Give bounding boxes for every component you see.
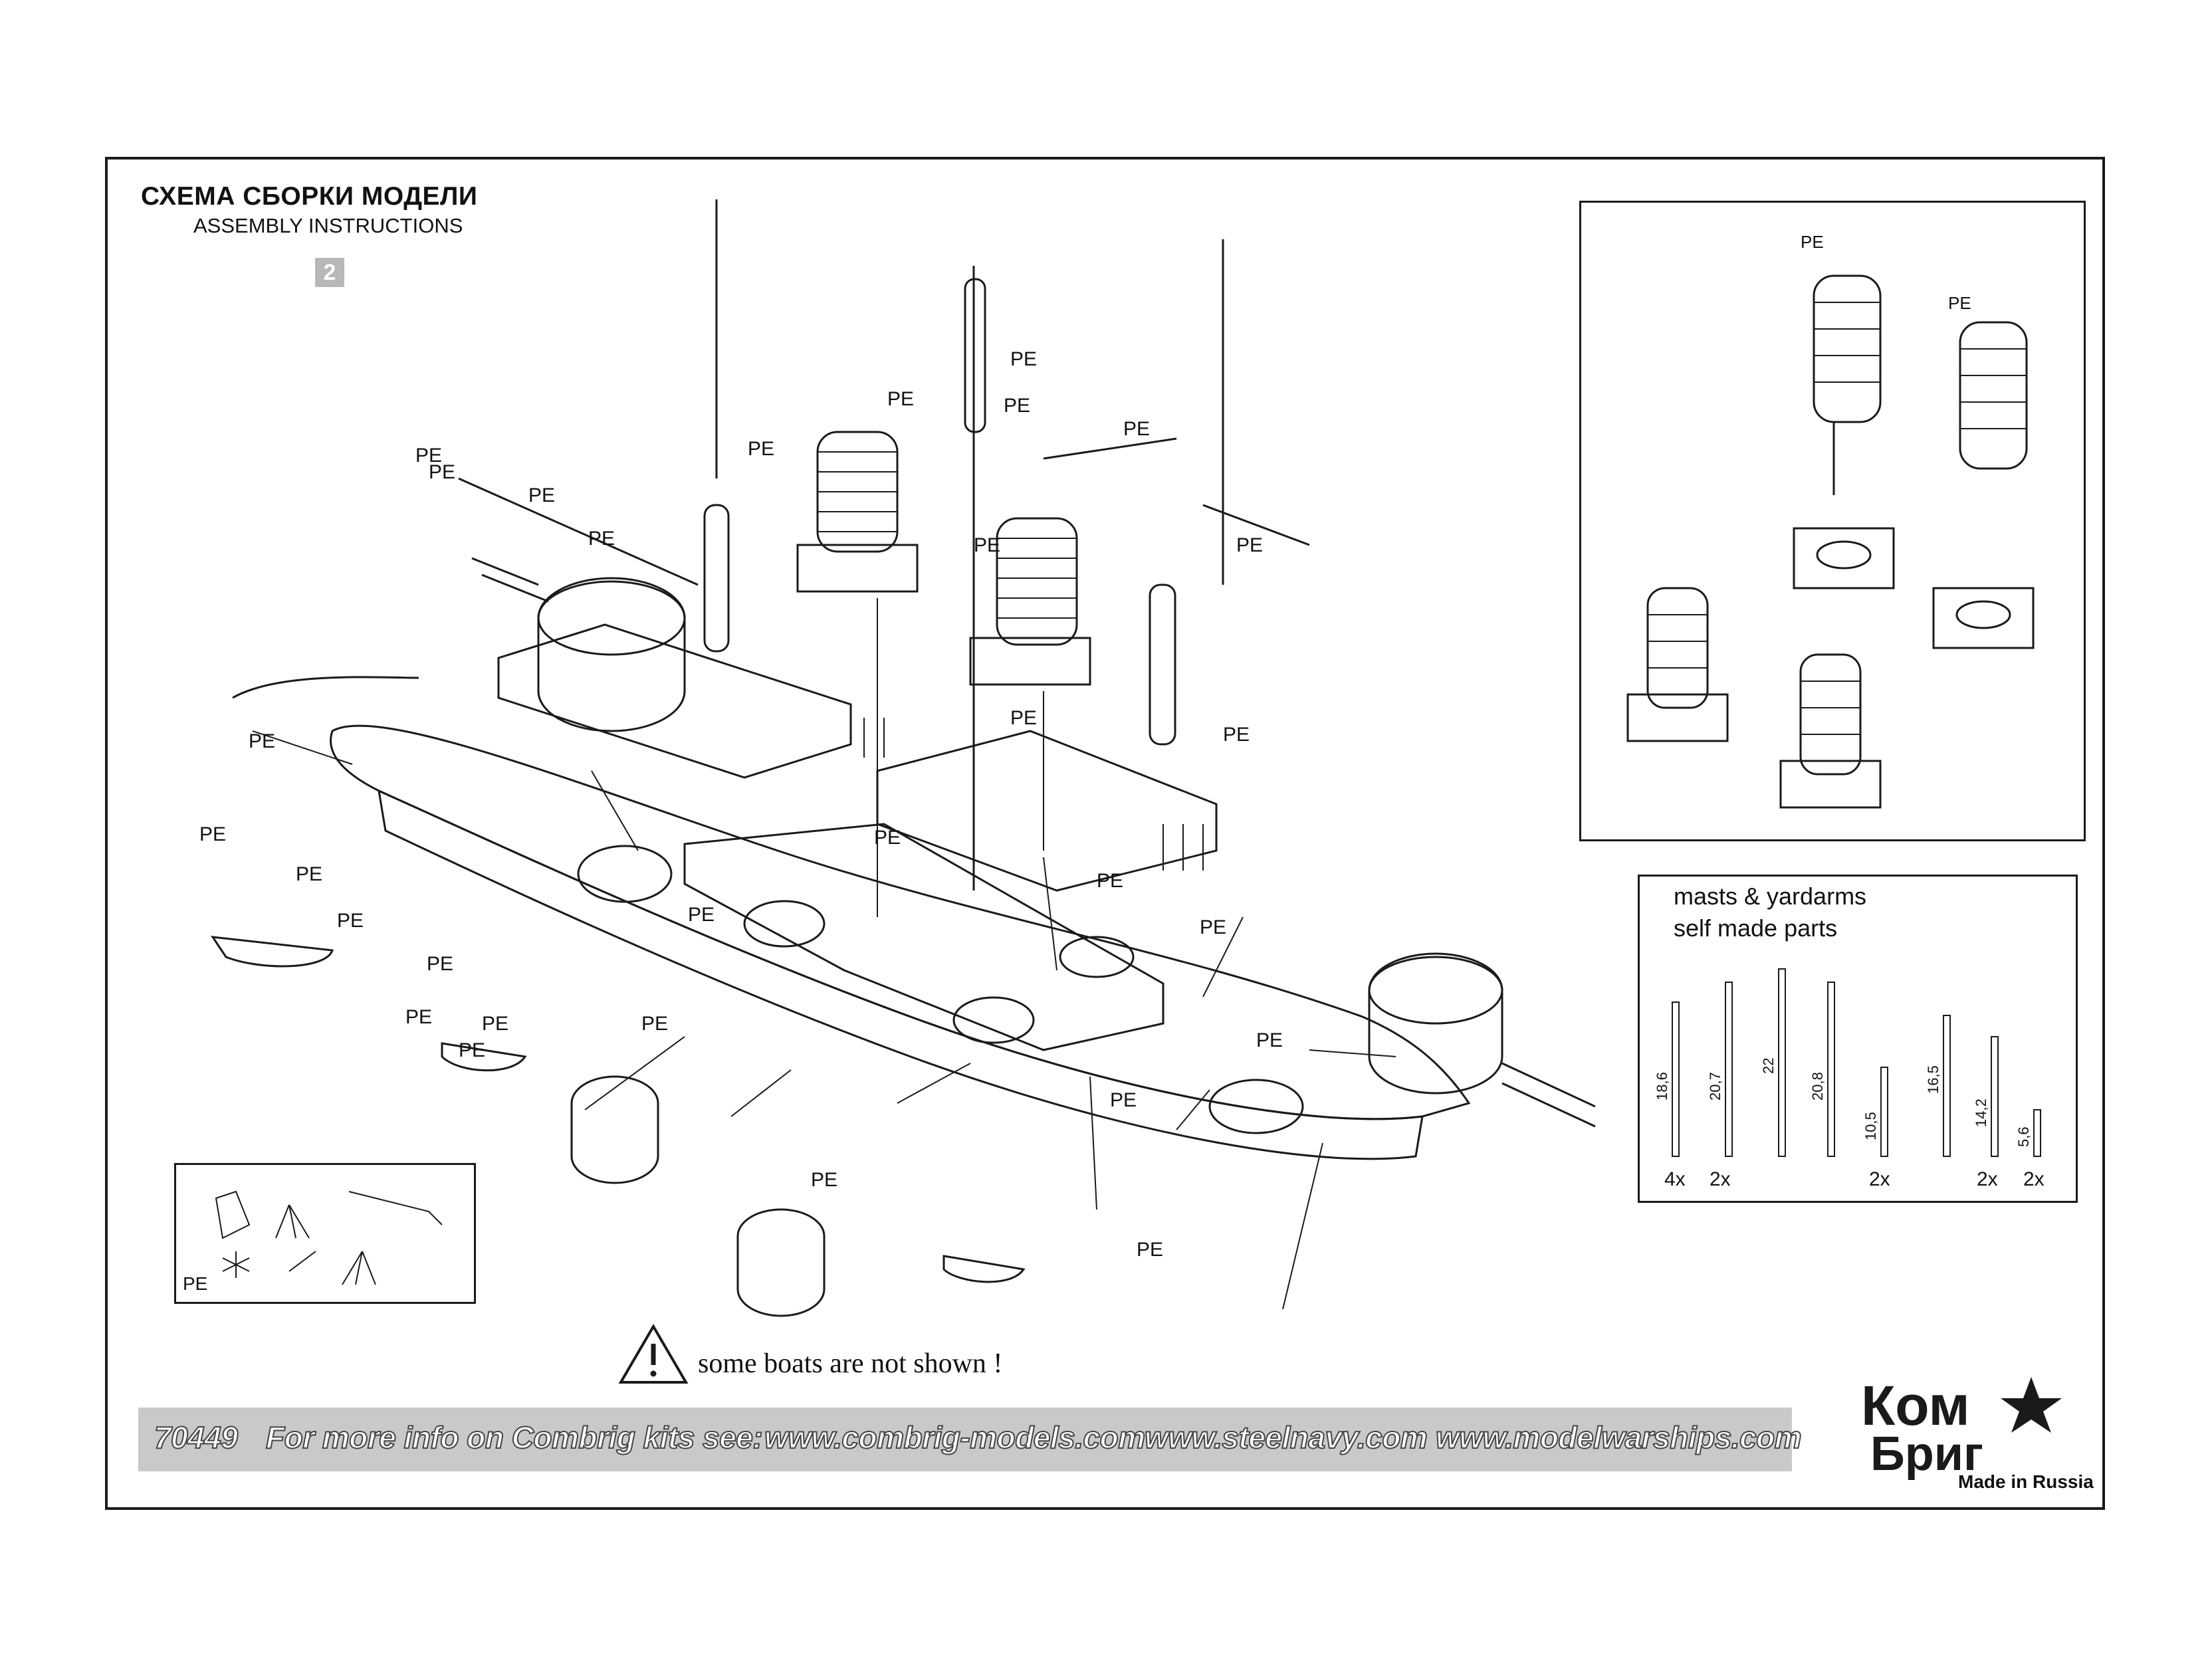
- pe-label: PE: [1948, 293, 1971, 313]
- pe-label: PE: [296, 863, 322, 885]
- pe-label: PE: [337, 910, 364, 932]
- rod: [1672, 1001, 1680, 1157]
- pe-label: PE: [688, 904, 715, 926]
- pe-label: PE: [641, 1013, 668, 1035]
- exploded-assembly-drawing: PE PE PE PE PE PE PE PE PE PE PE PE PE P…: [199, 199, 1596, 1317]
- page-frame: [105, 157, 2105, 1510]
- pe-detail-drawing: PE: [183, 1190, 443, 1294]
- pe-label: PE: [748, 438, 774, 460]
- rod-count: 2x: [1869, 1168, 1890, 1190]
- pe-label: PE: [1010, 707, 1037, 729]
- pe-label: PE: [811, 1169, 837, 1191]
- masts-panel-title: masts & yardarms: [1674, 883, 1867, 910]
- pe-label: PE: [1010, 348, 1037, 370]
- pe-label: PE: [1137, 1239, 1163, 1261]
- footer-info-text: For more info on Combrig kits see:: [265, 1419, 764, 1455]
- rod-length: 20,7: [1707, 1072, 1723, 1101]
- pe-label: PE: [199, 823, 226, 845]
- hull-deck-outline: [330, 724, 1471, 1120]
- pe-label: PE: [528, 484, 555, 506]
- masts-yardarms-panel: [1638, 875, 2078, 1203]
- pe-label: PE: [1004, 395, 1030, 417]
- star-icon: [2001, 1377, 2062, 1433]
- pe-detail-inset: PE: [174, 1163, 476, 1304]
- pe-label: PE: [1236, 534, 1263, 556]
- pe-label: PE: [429, 461, 455, 483]
- pe-label: PE: [1097, 870, 1123, 892]
- rod-count: 2x: [2023, 1168, 2045, 1190]
- barbette-ring: [1208, 1079, 1304, 1134]
- pe-label: PE: [482, 1013, 508, 1035]
- boat: [441, 1042, 527, 1072]
- pe-label: PE: [1110, 1089, 1137, 1111]
- rod-length: 5,6: [2015, 1126, 2032, 1147]
- rod-length: 10,5: [1862, 1112, 1879, 1140]
- boat: [210, 936, 334, 968]
- pe-label: PE: [588, 528, 615, 550]
- rod: [2033, 1109, 2041, 1157]
- barbette-ring: [1059, 936, 1135, 978]
- made-in-russia: Made in Russia: [1958, 1471, 2094, 1492]
- funnel-detail-drawing: PE PE: [1626, 232, 2035, 809]
- rod-count: 4x: [1664, 1168, 1686, 1190]
- kit-number: 70449: [154, 1419, 239, 1455]
- pe-label: PE: [1801, 232, 1824, 252]
- pe-label: PE: [415, 445, 442, 467]
- title-russian: СХЕМА СБОРКИ МОДЕЛИ: [141, 182, 478, 211]
- pe-label: PE: [1200, 916, 1226, 938]
- rod-lengths-diagram: 18,6 20,7 22 20,8 10,5 16,5 14,2 5,6 4x …: [1654, 968, 2045, 1190]
- fore-turret: [537, 577, 686, 732]
- aft-bridge: [876, 730, 1218, 892]
- accommodation-ladder: [232, 676, 419, 699]
- pe-label: PE: [1123, 418, 1150, 440]
- logo-line-2: Бриг: [1870, 1427, 1983, 1481]
- rod-length: 20,8: [1809, 1072, 1826, 1101]
- funnel-aft: [996, 517, 1078, 646]
- hull-side: [378, 789, 1424, 1160]
- footer-link-steelnavy[interactable]: www.steelnavy.com: [1144, 1419, 1428, 1455]
- rod: [1778, 968, 1786, 1157]
- rod-length: 16,5: [1925, 1065, 1941, 1094]
- pe-label: PE: [405, 1006, 432, 1028]
- barbette-ring: [577, 845, 673, 903]
- warning-icon: [618, 1324, 689, 1384]
- pe-label: PE: [1256, 1029, 1283, 1051]
- barbette-ring: [743, 900, 826, 948]
- pe-label: PE: [427, 953, 453, 975]
- title-english: ASSEMBLY INSTRUCTIONS: [193, 214, 463, 237]
- pe-label: PE: [459, 1039, 485, 1061]
- aft-turret: [1368, 952, 1503, 1095]
- funnel-detail-inset: PE PE: [1579, 201, 2086, 841]
- boat: [942, 1255, 1026, 1283]
- pe-label: PE: [887, 388, 914, 410]
- rod: [1991, 1036, 1999, 1157]
- footer-band: [138, 1408, 1792, 1471]
- rod-count: 2x: [1710, 1168, 1731, 1190]
- rod-length: 22: [1760, 1058, 1777, 1074]
- fore-bridge: [497, 623, 852, 779]
- rod-count: 2x: [1977, 1168, 1998, 1190]
- footer-link-modelwarships[interactable]: www.modelwarships.com: [1435, 1419, 1803, 1455]
- rod: [1725, 982, 1733, 1157]
- logo-line-1: Ком: [1861, 1374, 1970, 1437]
- boats-not-shown-notice: some boats are not shown !: [698, 1348, 1003, 1379]
- superstructure: [683, 823, 1164, 1051]
- pe-label: PE: [249, 730, 275, 752]
- rod: [1827, 982, 1835, 1157]
- pe-label: PE: [1223, 724, 1250, 746]
- footer-link-combrig[interactable]: www.combrig-models.com: [764, 1419, 1146, 1455]
- pe-label: PE: [974, 534, 1000, 556]
- combrig-logo: Ком Бриг: [1861, 1374, 2062, 1481]
- masts-panel-subtitle: self made parts: [1674, 914, 1838, 942]
- rod: [1943, 1015, 1951, 1157]
- pe-label: PE: [874, 827, 901, 849]
- rod-length: 18,6: [1654, 1072, 1670, 1101]
- barbette-ring: [952, 996, 1035, 1044]
- rod: [1880, 1067, 1888, 1157]
- step-number-badge: 2: [315, 258, 344, 287]
- rod-length: 14,2: [1973, 1099, 1989, 1127]
- pe-label: PE: [183, 1273, 207, 1294]
